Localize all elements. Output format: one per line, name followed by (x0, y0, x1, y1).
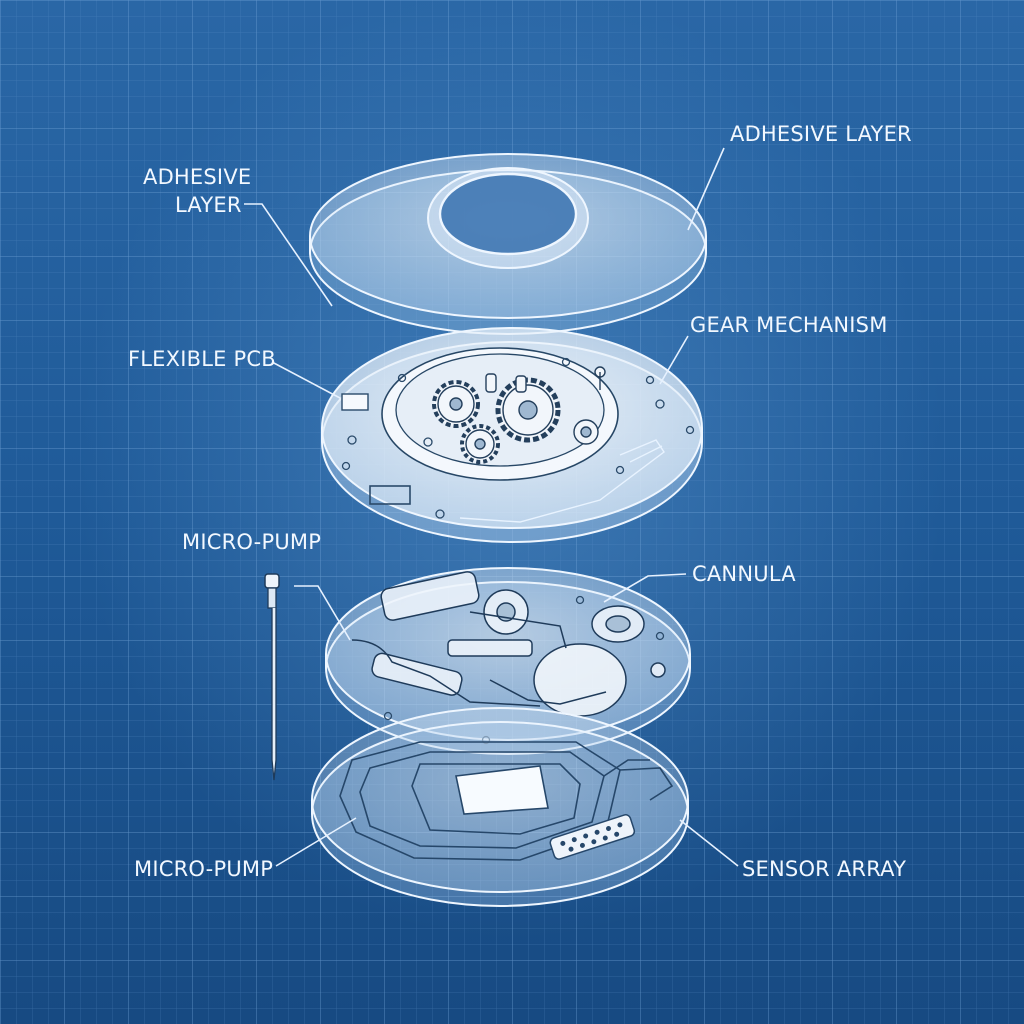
leader-gear-mechanism (659, 335, 689, 385)
label-gear-mechanism: GEAR MECHANISM (690, 313, 888, 337)
label-micro-pump-bottom: MICRO-PUMP (134, 857, 273, 881)
leader-micro-pump-bottom (275, 817, 357, 867)
label-adhesive-left-line2: LAYER (175, 193, 242, 217)
label-flexible-pcb: FLEXIBLE PCB (128, 347, 276, 371)
leader-adhesive-right (687, 147, 725, 231)
label-sensor-array: SENSOR ARRAY (742, 857, 906, 881)
label-cannula: CANNULA (692, 562, 796, 586)
flexible-pcb-disc (321, 327, 703, 543)
leader-flexible-pcb (271, 361, 341, 399)
label-adhesive-left-line1: ADHESIVE (143, 165, 251, 189)
leader-lines (244, 147, 739, 867)
leader-adhesive-left (244, 203, 333, 307)
label-micro-pump-top: MICRO-PUMP (182, 530, 321, 554)
micro-pump-chassis (325, 567, 691, 755)
adhesive-layer-disc (309, 153, 707, 335)
leader-cannula (603, 573, 687, 603)
cannula-needle (264, 573, 280, 781)
sensor-array-base (311, 707, 689, 907)
leader-sensor-array (679, 819, 739, 867)
leader-micro-pump-top (294, 585, 351, 641)
label-adhesive-right: ADHESIVE LAYER (730, 122, 912, 146)
